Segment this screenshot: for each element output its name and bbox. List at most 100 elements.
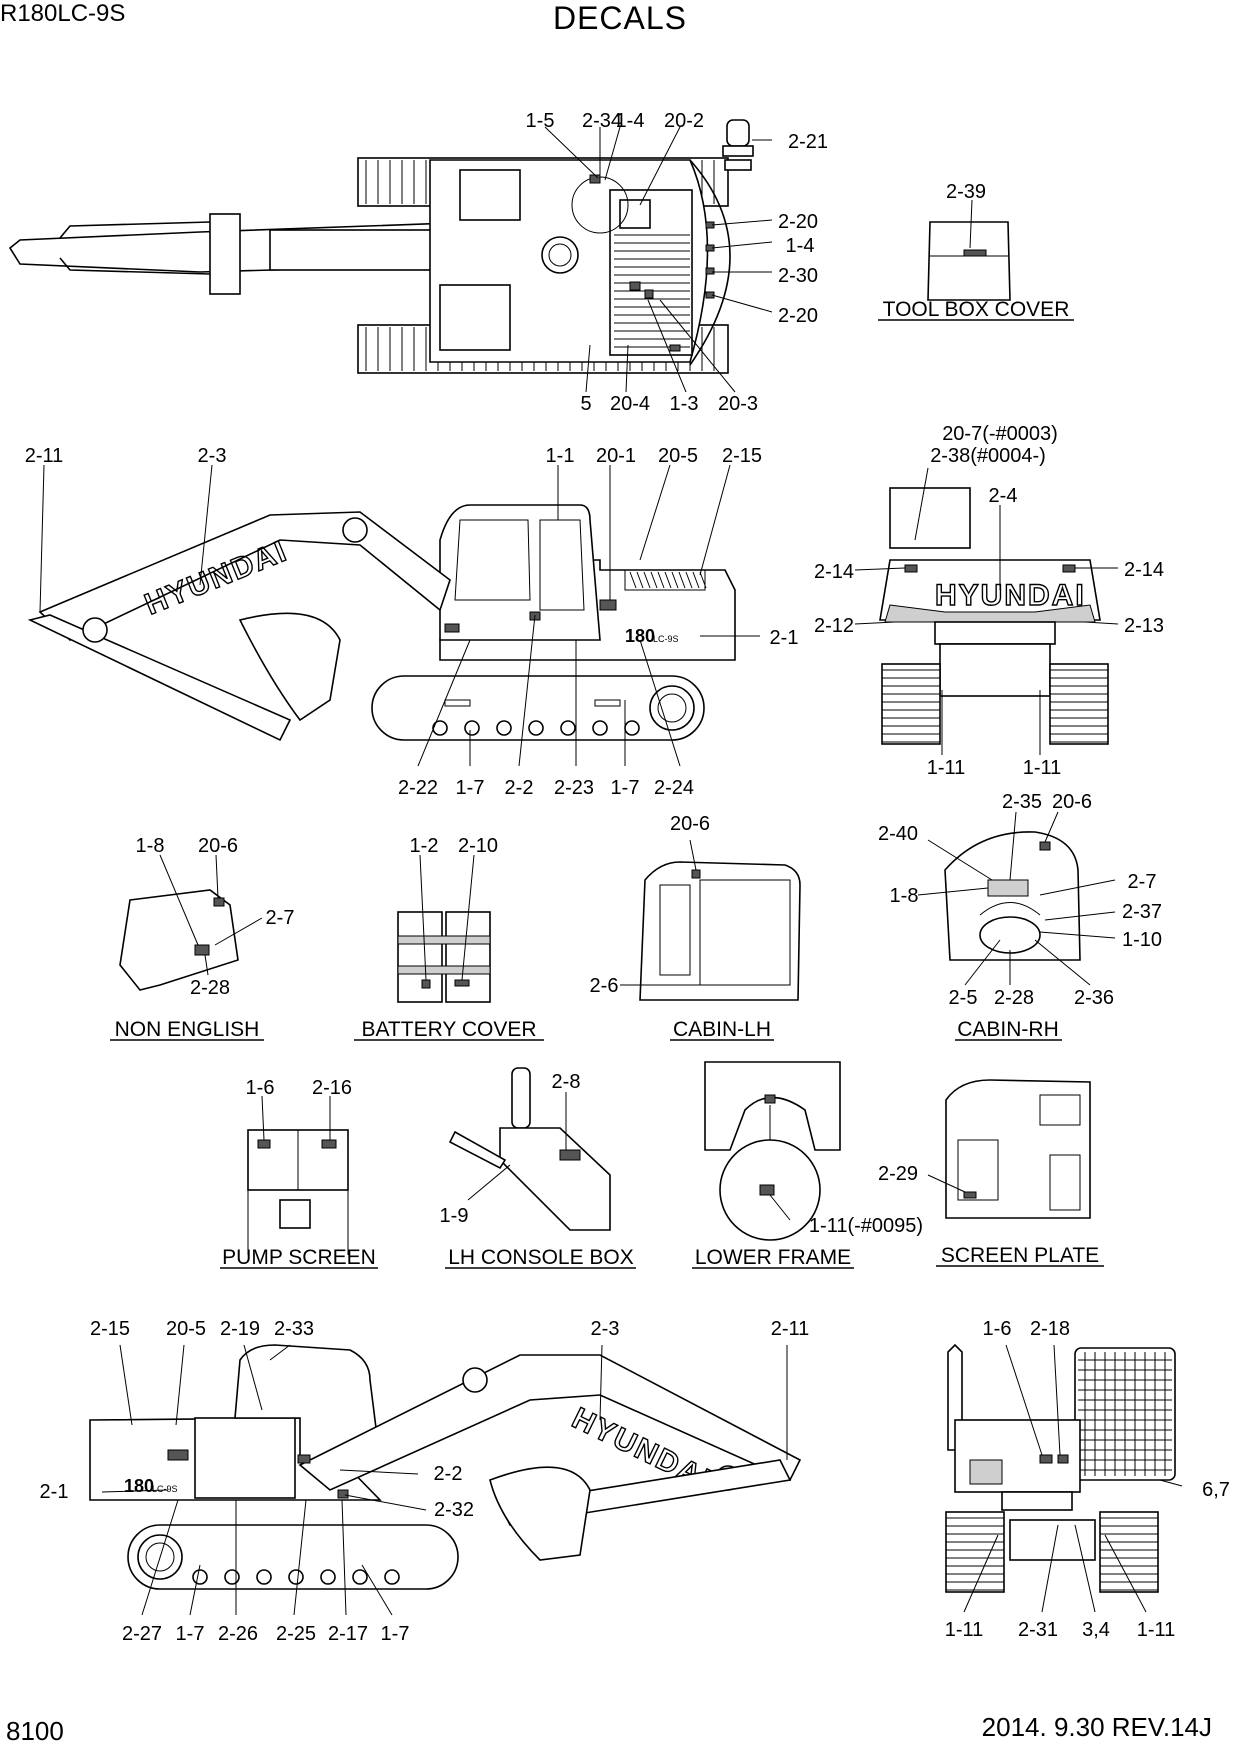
callout-label: 2-20 bbox=[778, 211, 818, 233]
callout-label: 2-16 bbox=[312, 1077, 352, 1099]
callout-label: 2-18 bbox=[1030, 1318, 1070, 1340]
callout-label: 2-2 bbox=[505, 777, 534, 799]
callout-label: 2-3 bbox=[591, 1318, 620, 1340]
callout-label: 2-1 bbox=[40, 1481, 69, 1503]
callout-label: 20-5 bbox=[658, 445, 698, 467]
side-view-left: HYUNDAI 180 LC-9S bbox=[27, 464, 760, 767]
non-english-panel: NON ENGLISH bbox=[110, 854, 264, 1041]
callout-label: 2-26 bbox=[218, 1623, 258, 1645]
callout-label: 1-7 bbox=[381, 1623, 410, 1645]
lh-console-box-panel: LH CONSOLE BOX bbox=[445, 1067, 636, 1269]
cab-left bbox=[439, 504, 601, 641]
callout-label: 1-11 bbox=[1023, 757, 1062, 779]
callout-label: 2-30 bbox=[778, 265, 818, 287]
callout-label: 2-38(#0004-) bbox=[930, 445, 1046, 467]
callout-label: 20-6 bbox=[198, 835, 238, 857]
callout-label: 2-36 bbox=[1074, 987, 1114, 1009]
rear-view: HYUNDAI bbox=[854, 467, 1119, 755]
left-track bbox=[371, 675, 705, 741]
model-suffix-left: LC-9S bbox=[653, 634, 679, 644]
pump-screen-panel: PUMP SCREEN bbox=[220, 1095, 378, 1269]
callout-label: 1-3 bbox=[670, 393, 699, 415]
callout-label: 2-29 bbox=[878, 1163, 918, 1185]
callout-label: 2-23 bbox=[554, 777, 594, 799]
rear-body bbox=[879, 559, 1101, 621]
callout-label: 2-4 bbox=[989, 485, 1018, 507]
callout-label: 2-20 bbox=[778, 305, 818, 327]
tool-box-cover: 2-39 TOOL BOX COVER bbox=[878, 181, 1074, 321]
callout-label: 2-21 bbox=[788, 131, 828, 153]
callout-label: 1-7 bbox=[456, 777, 485, 799]
callout-label: 2-7 bbox=[1128, 871, 1157, 893]
callout-label: 2-22 bbox=[398, 777, 438, 799]
callout-label: 2-24 bbox=[654, 777, 694, 799]
battery-cover-caption: BATTERY COVER bbox=[361, 1018, 536, 1041]
model-number: R180LC-9S bbox=[0, 0, 126, 27]
callout-label: 1-6 bbox=[246, 1077, 275, 1099]
callout-label: 1-7 bbox=[611, 777, 640, 799]
callout-label: 1-11 bbox=[1137, 1619, 1176, 1641]
callout-label: 2-13 bbox=[1124, 615, 1164, 637]
callout-label: 1-11 bbox=[927, 757, 966, 779]
callout-label: 2-32 bbox=[434, 1499, 474, 1521]
bucket-left bbox=[238, 612, 341, 722]
cab-right bbox=[234, 1344, 381, 1461]
callout-label: 20-4 bbox=[610, 393, 650, 415]
boom-left bbox=[38, 511, 451, 641]
right-track bbox=[127, 1524, 459, 1590]
model-badge-right: 180 bbox=[124, 1476, 154, 1496]
callout-label: 2-31 bbox=[1018, 1619, 1058, 1641]
top-view bbox=[8, 119, 773, 393]
callout-label: 1-8 bbox=[136, 835, 165, 857]
cabin-rh-caption: CABIN-RH bbox=[957, 1018, 1059, 1041]
pump-screen-caption: PUMP SCREEN bbox=[222, 1246, 376, 1269]
callout-label: 2-1 bbox=[770, 627, 799, 649]
callout-label: 5 bbox=[580, 393, 591, 415]
callout-label: 20-6 bbox=[670, 813, 710, 835]
callout-label: 1-10 bbox=[1122, 929, 1162, 951]
callout-label: 2-33 bbox=[274, 1318, 314, 1340]
battery-cover-panel: BATTERY COVER bbox=[354, 854, 544, 1041]
callout-label: 3,4 bbox=[1082, 1619, 1110, 1641]
non-english-caption: NON ENGLISH bbox=[115, 1018, 260, 1041]
callout-label: 1-4 bbox=[616, 110, 645, 132]
tool-box-cover-caption: TOOL BOX COVER bbox=[883, 298, 1070, 321]
callout-label: 1-2 bbox=[410, 835, 439, 857]
callout-label: 1-7 bbox=[176, 1623, 205, 1645]
callout-label: 2-25 bbox=[276, 1623, 316, 1645]
lh-console-box-caption: LH CONSOLE BOX bbox=[448, 1246, 634, 1269]
callout-label: 20-2 bbox=[664, 110, 704, 132]
callout-label: 2-15 bbox=[90, 1318, 130, 1340]
callout-label: 1-9 bbox=[440, 1205, 469, 1227]
lower-frame-caption: LOWER FRAME bbox=[695, 1246, 851, 1269]
callout-label: 2-6 bbox=[590, 975, 619, 997]
callout-label: 2-28 bbox=[190, 977, 230, 999]
front-view bbox=[945, 1343, 1183, 1613]
model-badge-left: 180 bbox=[625, 626, 655, 646]
svg-text:2-39: 2-39 bbox=[946, 181, 986, 203]
lower-frame-panel: LOWER FRAME bbox=[692, 1061, 854, 1269]
callout-label: 6,7 bbox=[1202, 1479, 1230, 1501]
callout-label: 2-11 bbox=[25, 445, 64, 467]
callout-label: 1-1 bbox=[546, 445, 575, 467]
page-number: 8100 bbox=[6, 1716, 64, 1746]
hyundai-rear-text: HYUNDAI bbox=[935, 579, 1086, 612]
callout-label: 2-10 bbox=[458, 835, 498, 857]
callout-label: 2-15 bbox=[722, 445, 762, 467]
callout-label: 2-7 bbox=[266, 907, 295, 929]
callout-label: 1-6 bbox=[983, 1318, 1012, 1340]
callout-label: 20-5 bbox=[166, 1318, 206, 1340]
callout-label: 2-19 bbox=[220, 1318, 260, 1340]
callout-label: 20-3 bbox=[718, 393, 758, 415]
callout-label: 2-5 bbox=[949, 987, 978, 1009]
screen-plate-panel: SCREEN PLATE bbox=[927, 1079, 1104, 1267]
callout-label: 1-11(-#0095) bbox=[809, 1215, 923, 1237]
model-suffix-right: LC-9S bbox=[152, 1484, 178, 1494]
page-title: DECALS bbox=[552, 0, 688, 36]
callout-label: 1-8 bbox=[890, 885, 919, 907]
callout-label: 2-34 bbox=[582, 110, 622, 132]
callout-label: 2-14 bbox=[814, 561, 854, 583]
